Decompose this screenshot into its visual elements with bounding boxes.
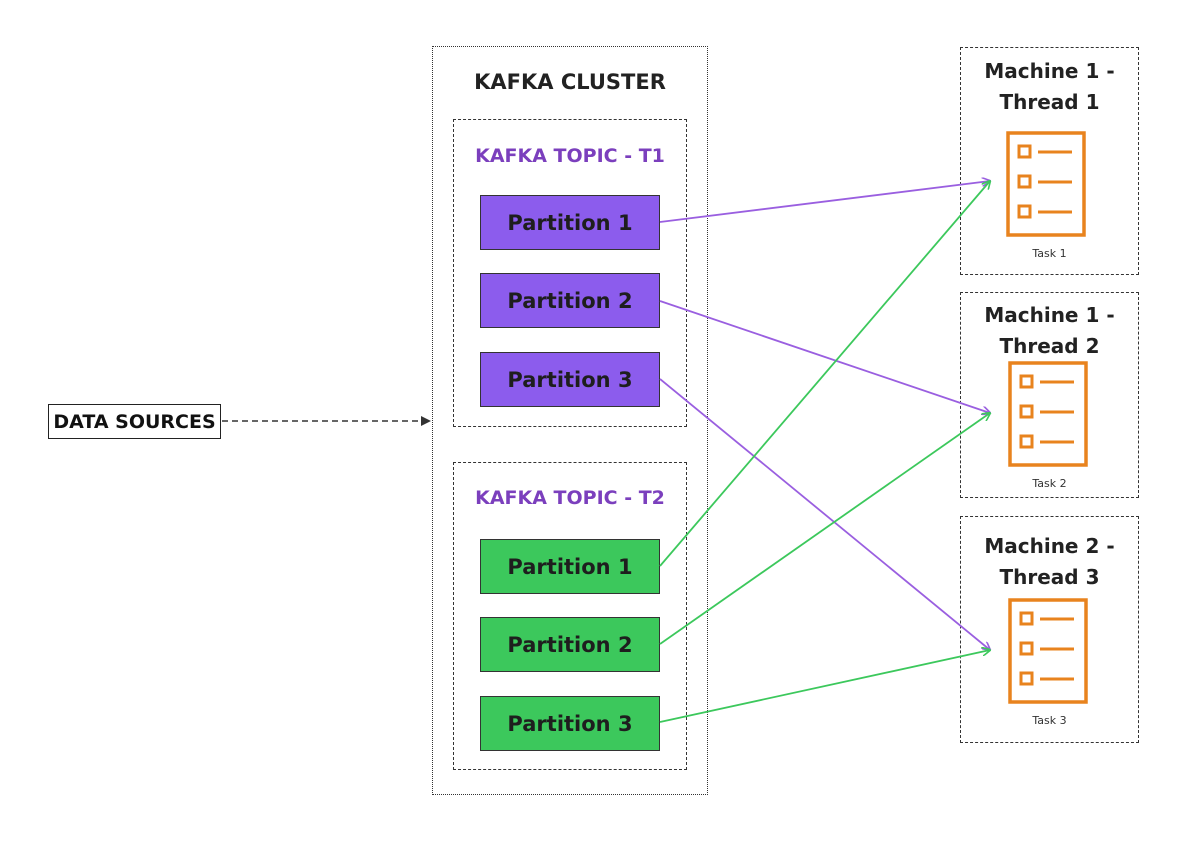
machine-1-thread-2-title: Machine 1 - Thread 2 (960, 300, 1139, 362)
arrow-t1-p3-to-thread-3 (659, 378, 990, 650)
task-list-icon (1006, 131, 1086, 237)
machine-title-line1: Machine 1 - (984, 303, 1115, 327)
task-2-label: Task 2 (1032, 477, 1067, 490)
topic-t2 (453, 462, 687, 770)
machine-title-line2: Thread 2 (999, 334, 1100, 358)
t2-partition-1[interactable]: Partition 1 (480, 539, 660, 594)
t2-partition-3[interactable]: Partition 3 (480, 696, 660, 751)
topic-t1 (453, 119, 687, 427)
machine-title-line1: Machine 2 - (984, 534, 1115, 558)
kafka-cluster (432, 46, 708, 795)
t1-partition-1[interactable]: Partition 1 (480, 195, 660, 250)
data-sources-box[interactable]: DATA SOURCES (48, 404, 221, 439)
machine-title-line1: Machine 1 - (984, 59, 1115, 83)
t1-partition-2[interactable]: Partition 2 (480, 273, 660, 328)
machine-1-thread-2[interactable] (960, 292, 1139, 498)
t1-partition-3[interactable]: Partition 3 (480, 352, 660, 407)
machine-2-thread-3-title: Machine 2 - Thread 3 (960, 531, 1139, 593)
machine-title-line2: Thread 3 (999, 565, 1100, 589)
arrow-t2-p1-to-thread-1 (659, 181, 990, 567)
cluster-title: KAFKA CLUSTER (474, 70, 666, 94)
t2-partition-2[interactable]: Partition 2 (480, 617, 660, 672)
topic-t1-title: KAFKA TOPIC - T1 (475, 145, 665, 167)
arrow-t2-p2-to-thread-2 (659, 413, 990, 645)
task-3-label: Task 3 (1032, 714, 1067, 727)
topic-t2-title: KAFKA TOPIC - T2 (475, 487, 665, 509)
task-list-icon (1008, 598, 1088, 704)
machine-2-thread-3[interactable] (960, 516, 1139, 743)
arrow-t2-p3-to-thread-3 (659, 650, 990, 723)
arrow-t1-p2-to-thread-2 (659, 300, 990, 413)
machine-title-line2: Thread 1 (999, 90, 1100, 114)
task-1-label: Task 1 (1032, 247, 1067, 260)
machine-1-thread-1[interactable] (960, 47, 1139, 275)
arrow-t1-p1-to-thread-1 (659, 181, 990, 223)
machine-1-thread-1-title: Machine 1 - Thread 1 (960, 56, 1139, 118)
task-list-icon (1008, 361, 1088, 467)
